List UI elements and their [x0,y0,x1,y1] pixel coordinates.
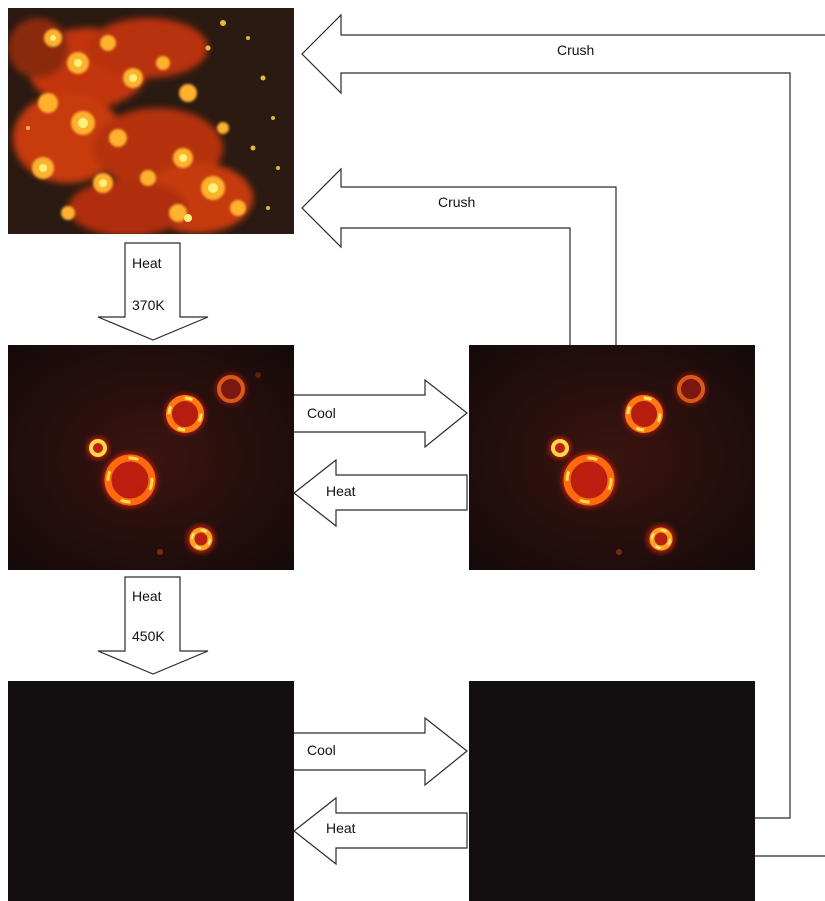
dark-hot-image [8,681,294,901]
crush-arrow-middle [301,167,617,345]
heat-arrow-row2 [293,458,468,528]
crush-label-top: Crush [557,42,595,58]
heat-label-row2: Heat [326,483,356,499]
crush-arrow-top [301,13,825,819]
cool-arrow-row2 [294,378,468,449]
temperature-label-370k: 370K [132,297,165,313]
crush-label-middle: Crush [438,194,476,210]
crushed-powder-image [8,8,294,234]
cool-arrow-row3 [294,716,468,787]
heat-arrow-row3 [293,796,468,866]
cool-label-row2: Cool [307,405,336,421]
temperature-label-450k: 450K [132,628,165,644]
dark-cooled-image [469,681,755,901]
droplets-cooled-image [469,345,755,570]
heat-label-down-2: Heat [132,588,162,604]
heat-label-row3: Heat [326,820,356,836]
heat-down-arrow-1 [97,242,209,341]
heat-down-arrow-2 [97,576,209,675]
cool-label-row3: Cool [307,742,336,758]
heat-label-down-1: Heat [132,255,162,271]
droplets-hot-image [8,345,294,570]
